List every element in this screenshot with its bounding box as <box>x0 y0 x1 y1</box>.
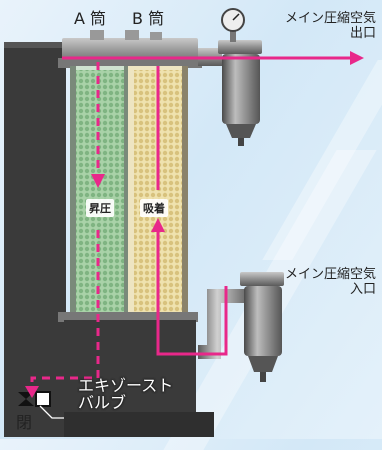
dryer-diagram <box>4 8 364 437</box>
exhaust-arrow <box>25 386 39 398</box>
bottom-base <box>64 320 196 416</box>
inlet-pipe <box>198 289 246 359</box>
up-arrow <box>151 218 165 232</box>
tower-a-label: A 筒 <box>74 9 107 28</box>
depressurize-label: 昇圧 <box>86 199 114 217</box>
down-arrow <box>91 174 105 188</box>
exhaust-valve-icon <box>18 391 51 407</box>
exhaust-valve-label: エキゾースト バルブ <box>78 376 174 412</box>
closed-label: 閉 <box>16 413 33 432</box>
flow-path <box>30 56 350 392</box>
outlet-filter <box>222 54 260 124</box>
tower-b-label: B 筒 <box>132 9 165 28</box>
inlet-label: メイン圧縮空気 入口 <box>284 267 376 297</box>
adsorb-label: 吸着 <box>140 199 168 217</box>
tower-a-bed <box>76 70 124 312</box>
outlet-label: メイン圧縮空気 出口 <box>284 11 376 41</box>
inlet-filter <box>244 286 282 356</box>
outlet-arrow <box>350 51 364 65</box>
housing-frame <box>4 42 66 437</box>
